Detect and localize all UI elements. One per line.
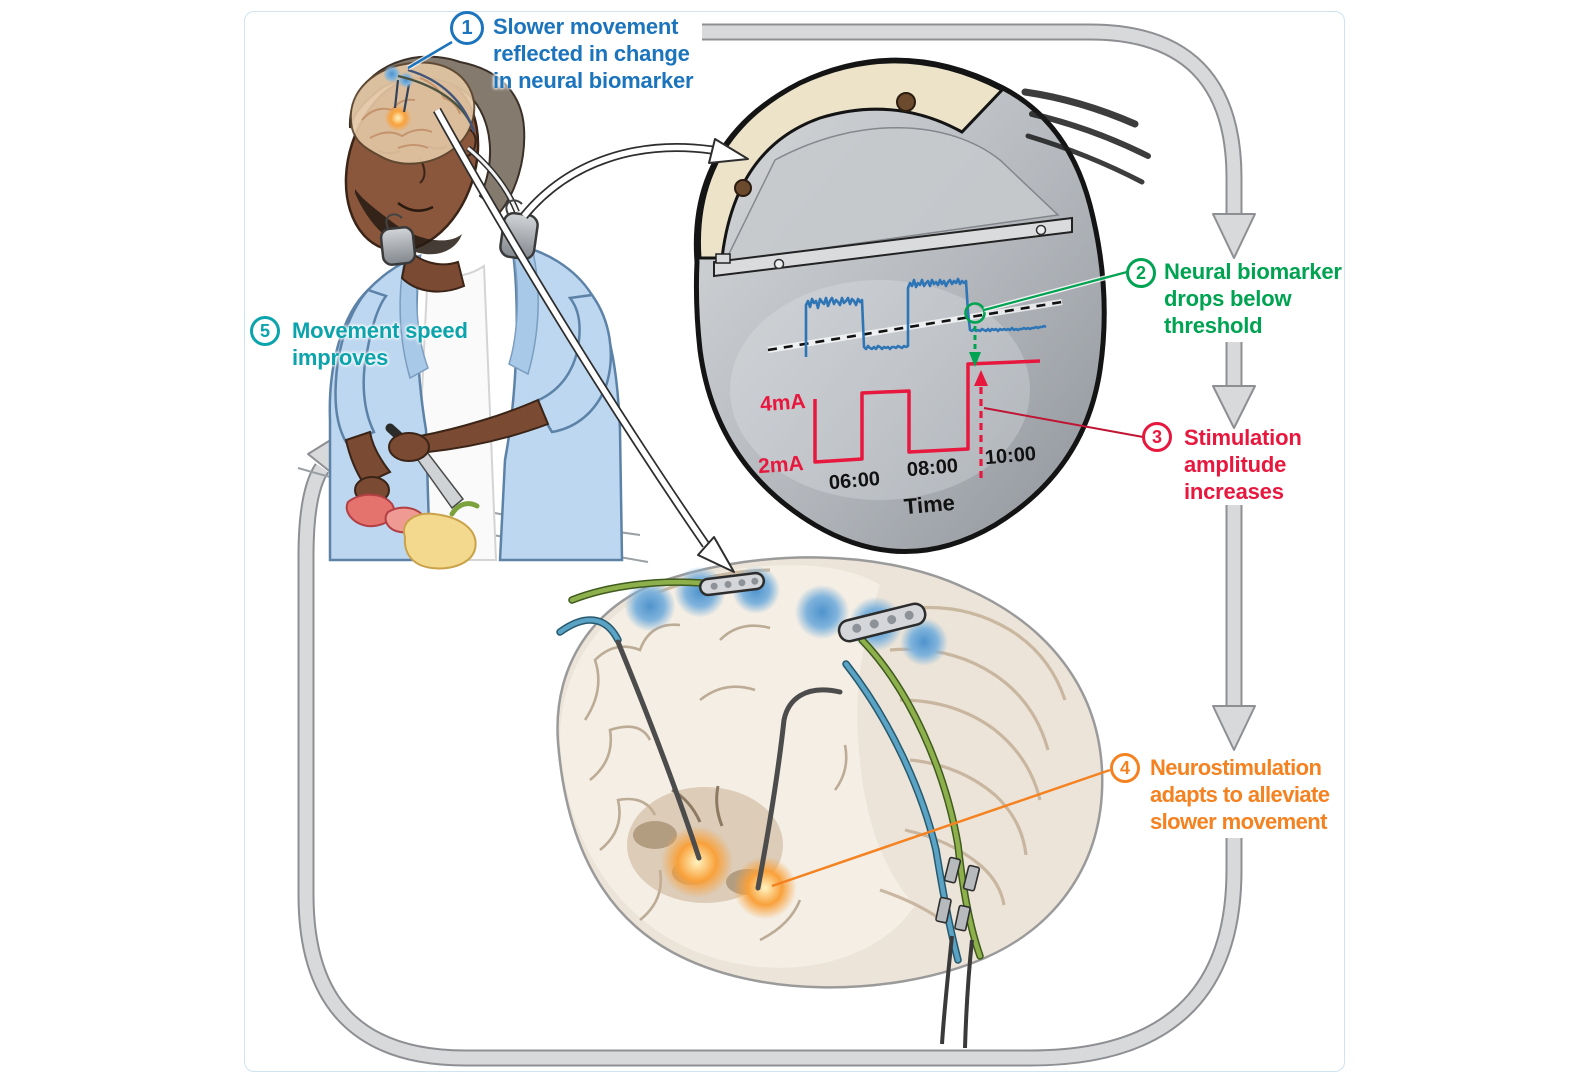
green-lead-front — [569, 579, 705, 603]
jacket-lapel-left — [399, 254, 429, 380]
yellow-pepper — [403, 501, 480, 570]
threshold-crossing-marker — [964, 302, 986, 324]
device-leads — [1021, 88, 1151, 185]
biomarker-drop-arrow — [969, 326, 981, 367]
stimulation-trace — [813, 359, 1041, 464]
blue-lead-back — [843, 661, 961, 963]
callout-lines — [406, 39, 1144, 888]
forearm-left — [344, 430, 392, 486]
threshold-dashed-line — [767, 300, 1063, 352]
chest-device-left — [379, 213, 417, 266]
hand-right — [388, 432, 430, 462]
lead-connectors — [935, 856, 981, 1049]
blue-lead-front — [557, 617, 621, 643]
x-tick-0800: 08:00 — [906, 455, 959, 481]
device-seam-strip — [713, 216, 1073, 278]
device-screw-2 — [1035, 224, 1047, 236]
device-header — [697, 60, 1005, 260]
step-4-number: 4 — [1110, 753, 1140, 783]
biomarker-trace — [804, 277, 1047, 357]
device-port-hole-1 — [734, 179, 752, 197]
loop-arrowhead-down-3 — [1212, 705, 1256, 751]
lead-extension-cable — [467, 146, 519, 213]
y-tick-2mA: 2mA — [757, 452, 804, 478]
zoom-arrow-to-brain — [433, 107, 735, 573]
brain-illustration — [556, 556, 1104, 1049]
head-stimulation-glow — [380, 100, 416, 136]
stim-increase-arrow — [974, 370, 988, 478]
callout-line-step3 — [983, 407, 1144, 438]
device-display-chart: 4mA 2mA 06:00 08:00 10:00 Time — [757, 277, 1063, 519]
cortical-paddle-2 — [837, 602, 927, 643]
stim-target-glow-right — [723, 846, 807, 930]
device-seam-notch — [715, 253, 731, 264]
loop-arrowhead-down-1 — [1212, 213, 1256, 259]
figure-frame-border — [244, 11, 1345, 1072]
callout-line-step2 — [983, 270, 1128, 312]
man-illustration — [297, 55, 649, 570]
neurostimulator-device: 4mA 2mA 06:00 08:00 10:00 Time — [693, 57, 1151, 554]
y-tick-4mA: 4mA — [759, 390, 806, 416]
callout-line-step1 — [407, 40, 453, 70]
smile — [397, 201, 434, 212]
device-port-hole-2 — [896, 92, 916, 112]
step-3-number: 3 — [1142, 422, 1172, 452]
neck — [400, 245, 466, 293]
step-1-number: 1 — [450, 11, 484, 45]
feedback-loop-band — [297, 23, 1256, 1067]
x-axis-label: Time — [903, 490, 956, 519]
callout-line-step4 — [771, 768, 1111, 888]
head-brain-window — [349, 61, 476, 165]
device-screw-1 — [773, 258, 785, 270]
cortical-paddle-1 — [698, 571, 766, 597]
loop-arrowhead-down-2 — [1212, 385, 1256, 429]
step-5-number: 5 — [250, 316, 280, 346]
x-tick-0600: 06:00 — [828, 468, 881, 494]
stim-target-glow-left — [649, 814, 745, 910]
zoom-arrow-to-device — [520, 138, 749, 219]
head-cortical-patch-2 — [396, 70, 416, 90]
step-2-number: 2 — [1126, 258, 1156, 288]
device-upper-panel — [723, 127, 1060, 263]
x-tick-1000: 10:00 — [984, 443, 1037, 469]
deep-brain-electrodes — [615, 639, 843, 891]
head-lead-wire-2 — [407, 68, 476, 133]
